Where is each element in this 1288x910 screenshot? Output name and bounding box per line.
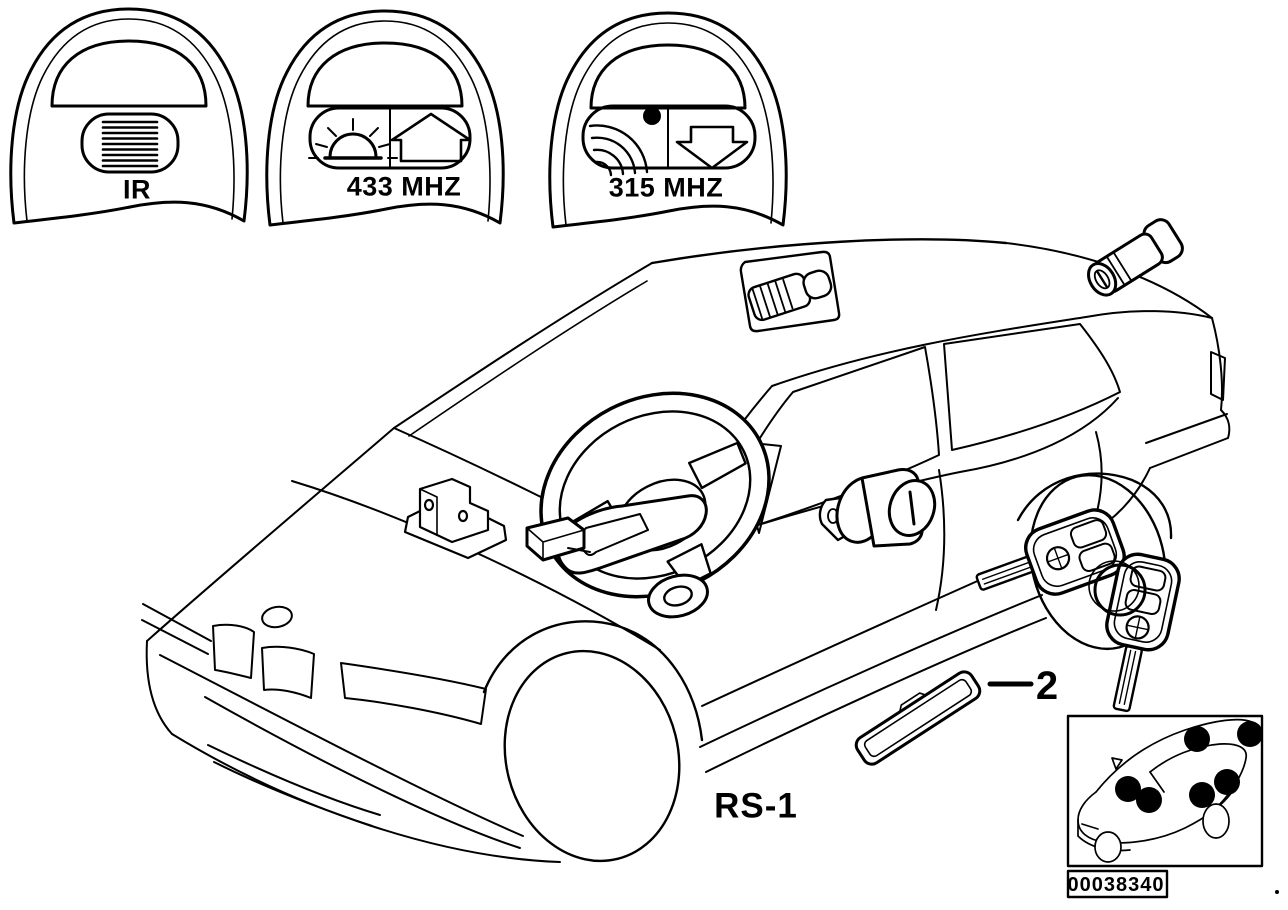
lock-location-dot: [1189, 782, 1215, 808]
remote-fob-ir: [9, 7, 249, 225]
rear-door-window: [943, 323, 1121, 451]
kidney-grille: [212, 623, 315, 699]
front-wheel: [503, 649, 681, 863]
headlight: [340, 662, 487, 725]
lock-location-dot: [1214, 769, 1240, 795]
lock-location-dot: [1184, 726, 1210, 752]
location-inset: [1066, 714, 1279, 899]
trunk-lock-cylinder: [1087, 218, 1184, 297]
hood-latch-part: [403, 477, 508, 560]
house-arrow-icon: [390, 112, 472, 163]
sun-icon: [308, 118, 398, 160]
ignition-key: [525, 516, 591, 562]
radio-waves-dot-icon: [588, 107, 661, 177]
ignition-collar: [647, 573, 709, 619]
image-number-box: [1066, 869, 1169, 899]
remote-key-1: [975, 508, 1126, 596]
callout-2-number: 2: [1035, 664, 1059, 708]
fob-433mhz-label: 433 MHZ: [346, 171, 462, 202]
inset-mini-car: [1077, 718, 1253, 863]
lock-location-dot: [1237, 721, 1263, 747]
lock-location-dots: [1115, 721, 1263, 813]
door-lock-cylinder: [818, 468, 937, 548]
key-ring: [1093, 563, 1147, 617]
rear-lock-grommet: [739, 250, 841, 333]
keyway-slot: [1096, 270, 1109, 289]
taillight: [1210, 351, 1226, 401]
keyway-slot: [908, 490, 916, 526]
steering-lock-assembly: [525, 391, 771, 619]
lock-location-dot: [1136, 787, 1162, 813]
down-arrow-icon: [675, 125, 749, 170]
model-code-label: RS-1: [714, 786, 798, 826]
ir-stripes-icon: [101, 120, 159, 168]
lock-location-dot: [1115, 776, 1141, 802]
fob-315mhz-label: 315 MHZ: [608, 172, 724, 203]
image-number: 00038340: [1067, 874, 1165, 896]
bmw-roundel: [261, 605, 293, 629]
remote-fob-433mhz: [265, 9, 505, 227]
remote-fob-315mhz: [548, 11, 788, 229]
fob-ir-label: IR: [123, 174, 151, 205]
key-set: [975, 508, 1181, 713]
sill-strip-part: [854, 670, 982, 766]
